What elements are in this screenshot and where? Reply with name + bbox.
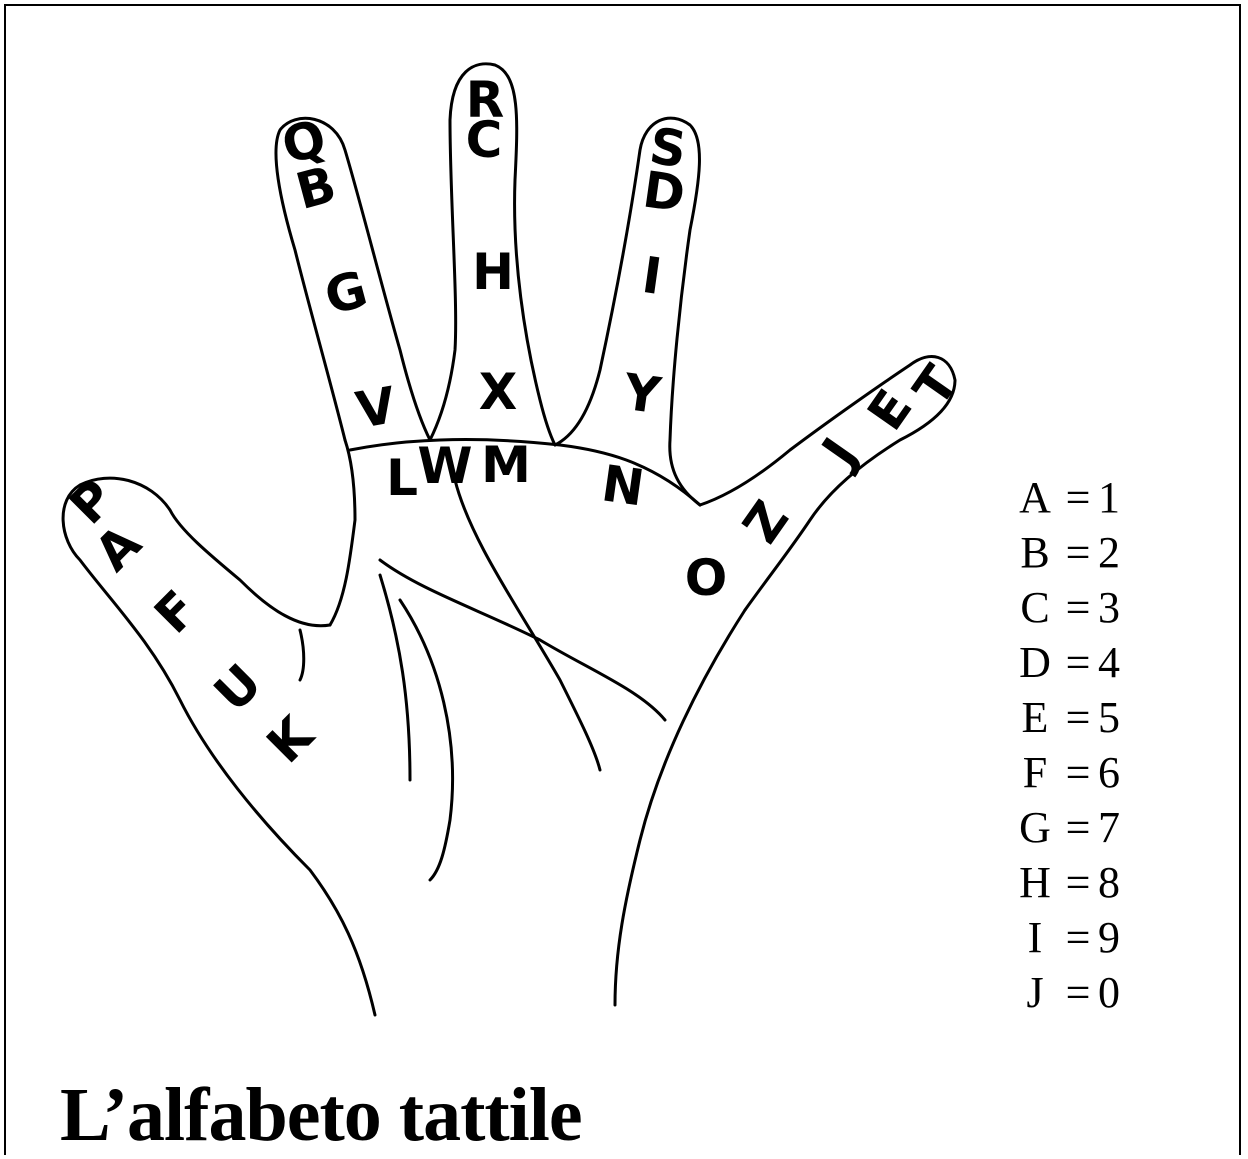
legend-letter: J <box>1012 965 1058 1020</box>
hand-letter: B <box>290 155 342 221</box>
hand-letter: J <box>809 428 869 479</box>
legend-row: B=2 <box>1012 525 1172 580</box>
legend-row: D=4 <box>1012 635 1172 690</box>
legend-number: 6 <box>1098 745 1138 800</box>
little-finger-outline <box>700 357 955 610</box>
hand-letter: D <box>639 160 688 223</box>
legend-letter: B <box>1012 525 1058 580</box>
legend-equals: = <box>1058 855 1098 910</box>
legend-equals: = <box>1058 580 1098 635</box>
legend-number: 2 <box>1098 525 1138 580</box>
legend-letter: F <box>1012 745 1058 800</box>
hand-letter: K <box>256 704 326 774</box>
legend-number: 5 <box>1098 690 1138 745</box>
hand-letter: M <box>481 436 531 494</box>
legend-equals: = <box>1058 635 1098 690</box>
legend-number: 9 <box>1098 910 1138 965</box>
legend-equals: = <box>1058 470 1098 525</box>
legend-row: A=1 <box>1012 470 1172 525</box>
legend-row: E=5 <box>1012 690 1172 745</box>
legend-equals: = <box>1058 910 1098 965</box>
legend-equals: = <box>1058 525 1098 580</box>
legend-letter: E <box>1012 690 1058 745</box>
hand-letter: C <box>466 111 503 169</box>
legend-number: 0 <box>1098 965 1138 1020</box>
hand-letter: Z <box>732 491 800 554</box>
legend-row: I=9 <box>1012 910 1172 965</box>
legend-equals: = <box>1058 965 1098 1020</box>
number-legend: A=1 B=2 C=3 D=4 E=5 F=6 G=7 H=8 I=9 J=0 <box>1012 470 1172 1020</box>
legend-letter: G <box>1012 800 1058 855</box>
legend-number: 8 <box>1098 855 1138 910</box>
hand-letter: U <box>203 653 273 723</box>
hand-letter: H <box>472 243 514 301</box>
legend-letter: D <box>1012 635 1058 690</box>
hand-letter: W <box>417 437 472 495</box>
hand-letter: X <box>479 363 518 421</box>
hand-letter: L <box>386 449 418 507</box>
legend-row: J=0 <box>1012 965 1172 1020</box>
legend-letter: A <box>1012 470 1058 525</box>
legend-row: H=8 <box>1012 855 1172 910</box>
legend-equals: = <box>1058 690 1098 745</box>
hand-letter: O <box>685 549 728 607</box>
legend-row: C=3 <box>1012 580 1172 635</box>
legend-number: 1 <box>1098 470 1138 525</box>
hand-letter: V <box>352 376 400 440</box>
legend-row: G=7 <box>1012 800 1172 855</box>
hand-letter: I <box>639 246 666 306</box>
hand-letter: F <box>143 579 208 644</box>
caption-title: L’alfabeto tattile <box>60 1072 582 1159</box>
hand-letter: N <box>598 454 648 517</box>
legend-letter: H <box>1012 855 1058 910</box>
legend-number: 4 <box>1098 635 1138 690</box>
hand-letter: Y <box>619 363 665 426</box>
legend-letter: I <box>1012 910 1058 965</box>
legend-equals: = <box>1058 800 1098 855</box>
legend-equals: = <box>1058 745 1098 800</box>
legend-number: 7 <box>1098 800 1138 855</box>
wrist-outline <box>615 610 745 1005</box>
legend-number: 3 <box>1098 580 1138 635</box>
legend-letter: C <box>1012 580 1058 635</box>
legend-row: F=6 <box>1012 745 1172 800</box>
hand-letter: G <box>319 260 374 327</box>
